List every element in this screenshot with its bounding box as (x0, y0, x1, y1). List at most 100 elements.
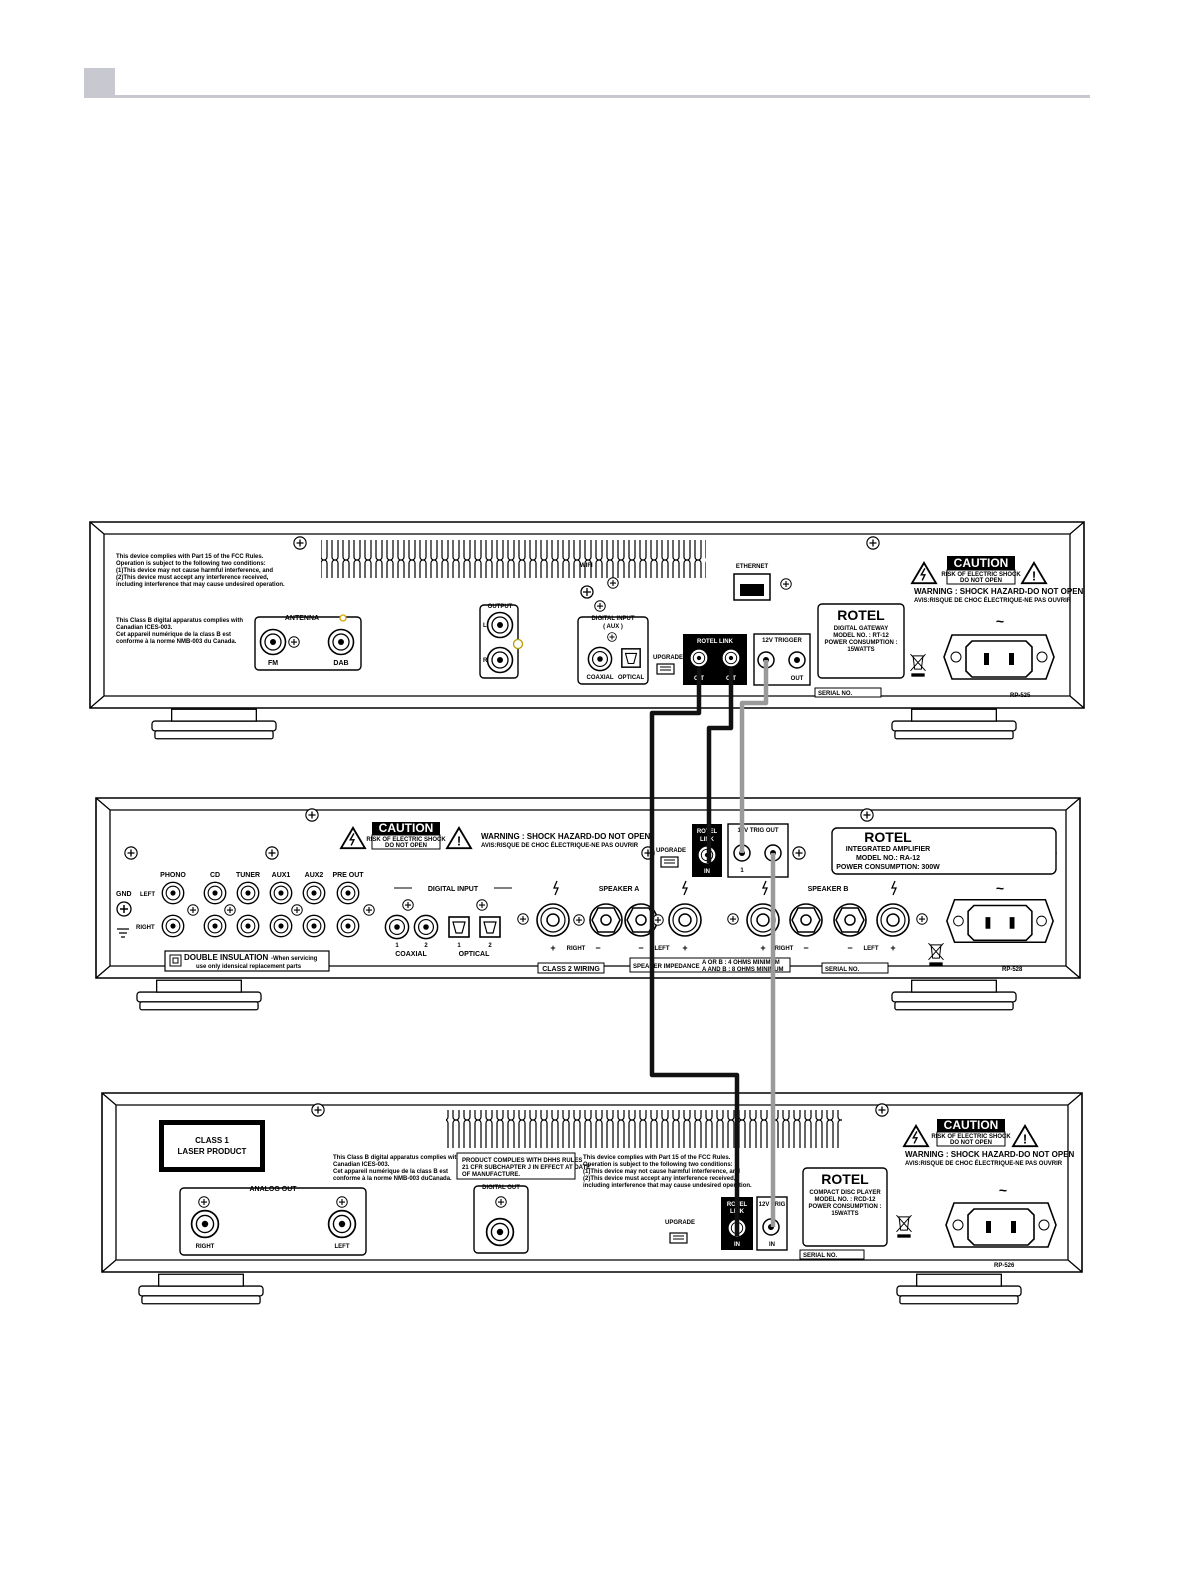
rotel-link-out-1[interactable] (689, 648, 709, 668)
cd-ices-line-1: This Class B digital apparatus complies … (333, 1155, 460, 1161)
gateway-coaxial-input[interactable] (587, 646, 613, 672)
digital-out-jack[interactable] (485, 1217, 515, 1247)
class2-wiring-label: CLASS 2 WIRING (542, 966, 600, 973)
cd-risk-line-2: DO NOT OPEN (950, 1140, 992, 1146)
speaker-impedance-label: SPEAKER IMPEDANCE (633, 964, 700, 970)
cd-warning-text: WARNING : SHOCK HAZARD-DO NOT OPEN (905, 1150, 1075, 1159)
amp-upgrade-label: UPGRADE (656, 848, 686, 854)
fcc-line-2: Operation is subject to the following tw… (116, 561, 266, 567)
analog-left-label: LEFT (335, 1244, 350, 1250)
dhhs-line-1: PRODUCT COMPLIES WITH DHHS RULES (462, 1158, 582, 1164)
amp-optical-input-1[interactable] (448, 916, 470, 938)
speaker-a-left-label: LEFT (655, 946, 670, 952)
fm-label: FM (268, 660, 278, 667)
analog-right-label: RIGHT (196, 1244, 215, 1250)
analog-out-left-jack[interactable] (327, 1209, 357, 1239)
cd-power-inlet[interactable] (945, 1202, 1057, 1248)
digital-input-label: DIGITAL INPUT (591, 616, 634, 622)
ac-symbol: ~ (996, 613, 1004, 629)
digital-gateway-unit: This device complies with Part 15 of the… (89, 521, 1085, 740)
amp-optical-input-2[interactable] (479, 916, 501, 938)
opt-2-label: 2 (488, 943, 492, 949)
digital-out-label: DIGITAL OUT (482, 1185, 520, 1191)
speaker-b-left-plus: + (890, 943, 895, 953)
power-inlet[interactable] (943, 634, 1055, 680)
rotel-link-out-2[interactable] (721, 648, 741, 668)
dab-antenna-jack[interactable] (327, 628, 355, 656)
right-row-label: RIGHT (136, 925, 155, 931)
amp-coaxial-input-2[interactable] (413, 914, 439, 940)
speaker-a-right-label: RIGHT (567, 946, 586, 952)
risk-line-2: DO NOT OPEN (960, 578, 1002, 584)
ethernet-label: ETHERNET (736, 564, 769, 570)
avis-text: AVIS:RISQUE DE CHOC ÉLECTRIQUE-NE PAS OU… (914, 596, 1072, 604)
amp-part-number: RP-528 (1002, 967, 1023, 973)
input-phono-label: PHONO (160, 872, 186, 879)
cd-caution-label: CAUTION (944, 1118, 999, 1132)
trigger-label: 12V TRIGGER (762, 638, 802, 644)
risk-line-2: DO NOT OPEN (385, 843, 427, 849)
plate-line-3: POWER CONSUMPTION : (825, 640, 898, 646)
fcc-line-5: including interference that may cause un… (116, 582, 285, 588)
impedance-line-2: A AND B : 8 OHMS MINIMUM (702, 967, 784, 973)
header-rule (115, 95, 1090, 98)
output-label: OUTPUT (488, 604, 513, 610)
coax-2-label: 2 (424, 943, 428, 949)
header-tab (84, 68, 115, 98)
avis-text: AVIS:RISQUE DE CHOC ÉLECTRIQUE-NE PAS OU… (481, 841, 639, 849)
input-tuner-label: TUNER (236, 872, 260, 879)
coaxial-label: COAXIAL (587, 675, 614, 681)
input-preout-label: PRE OUT (332, 872, 364, 879)
fcc-line-1: This device complies with Part 15 of the… (116, 554, 264, 560)
laser-class-line-2: LASER PRODUCT (178, 1147, 247, 1156)
dhhs-line-3: OF MANUFACTURE. (462, 1172, 520, 1178)
input-cd-label: CD (210, 872, 220, 879)
cd-risk-line-1: RISK OF ELECTRIC SHOCK (931, 1134, 1011, 1140)
amp-serial-label: SERIAL NO. (825, 967, 860, 973)
amp-plate-line-3: POWER CONSUMPTION: 300W (836, 864, 940, 871)
amp-plate-line-1: INTEGRATED AMPLIFIER (846, 846, 930, 853)
speaker-b-right-minus: − (803, 943, 808, 953)
output-right-jack[interactable] (486, 646, 514, 674)
speaker-a-right-minus: − (595, 943, 600, 953)
plate-line-2: MODEL NO. : RT-12 (833, 633, 889, 639)
warning-text: WARNING : SHOCK HAZARD-DO NOT OPEN (481, 832, 651, 841)
double-insulation-line-3: use only idensical replacement parts (196, 964, 302, 970)
cd-fcc-line-5: including interference that may cause un… (583, 1183, 752, 1189)
output-l-label: L (483, 623, 487, 629)
input-aux2-label: AUX2 (305, 872, 324, 879)
cd-fcc-line-4: (2)This device must accept any interfere… (583, 1176, 736, 1182)
speaker-a-left-minus: − (638, 943, 643, 953)
cd-ices-line-2: Canadian ICES-003. (333, 1162, 390, 1168)
ices-line-4: conforme à la norme NMB-003 du Canada. (116, 639, 237, 645)
gnd-label: GND (116, 891, 132, 898)
upgrade-label: UPGRADE (653, 655, 683, 661)
analog-out-right-jack[interactable] (190, 1209, 220, 1239)
amp-optical-label: OPTICAL (459, 951, 490, 958)
amp-power-inlet[interactable] (946, 898, 1054, 944)
gateway-optical-input[interactable] (621, 648, 641, 668)
risk-line-1: RISK OF ELECTRIC SHOCK (366, 837, 446, 843)
coax-1-label: 1 (395, 943, 399, 949)
plate-line-4: 15WATTS (847, 647, 874, 653)
amp-coaxial-input-1[interactable] (384, 914, 410, 940)
output-left-jack[interactable] (486, 611, 514, 639)
output-r-label: R (483, 658, 488, 664)
trigger-out-label: OUT (791, 676, 804, 682)
cd-plate-line-1: COMPACT DISC PLAYER (809, 1190, 881, 1196)
amp-link-in-label: IN (704, 869, 710, 875)
cd-brand-label: ROTEL (821, 1171, 869, 1187)
cd-serial-label: SERIAL NO. (803, 1253, 838, 1259)
amp-trigger-label: 12V TRIG OUT (737, 828, 778, 834)
impedance-line-1: A OR B : 4 OHMS MINIMUM (702, 960, 780, 966)
cd-ices-line-4: conforme à la norme NMB-003 duCanada. (333, 1176, 452, 1182)
cd-plate-line-3: POWER CONSUMPTION : (809, 1204, 882, 1210)
warning-text: WARNING : SHOCK HAZARD-DO NOT OPEN (914, 587, 1084, 596)
serial-label: SERIAL NO. (818, 691, 853, 697)
fm-antenna-jack[interactable] (259, 628, 287, 656)
speaker-b-left-minus: − (847, 943, 852, 953)
risk-line-1: RISK OF ELECTRIC SHOCK (941, 572, 1021, 578)
rotel-link-cable-to-amp (706, 668, 734, 863)
ground-terminal[interactable] (116, 901, 132, 917)
plate-line-1: DIGITAL GATEWAY (834, 626, 888, 632)
